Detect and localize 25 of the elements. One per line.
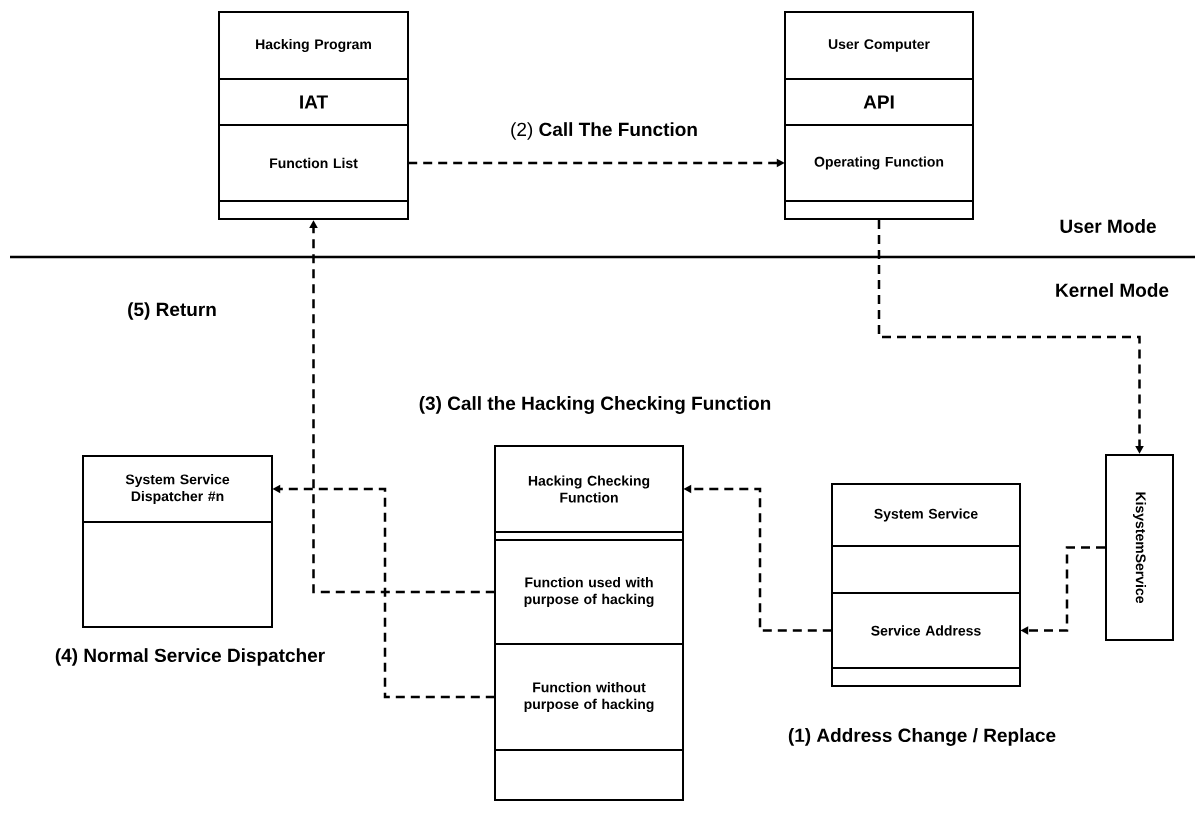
stack-box (218, 11, 409, 220)
step-label: (5) Return (128, 302, 216, 320)
stack-box (784, 11, 974, 220)
table-cell: Hacking Checking Function (528, 475, 650, 503)
table-cell: System Service (874, 508, 978, 522)
stack-box (831, 483, 1021, 687)
table-cell: Service Address (871, 625, 981, 636)
step-label: (4) Normal Service Dispatcher (55, 648, 325, 666)
table-cell: System Service Dispatcher #n (125, 474, 230, 504)
table-cell: IAT (300, 95, 328, 109)
step-label: User Mode (1060, 219, 1156, 233)
step-label: (1) Address Change / Replace (788, 728, 1056, 746)
stack-box (82, 455, 273, 628)
process-box: KisystemService (1105, 454, 1174, 641)
edge-label: (2) Call The Function (509, 121, 699, 141)
table-cell: User Computer (828, 39, 930, 52)
table-cell: Function List (270, 157, 358, 169)
table-cell: Hacking Program (256, 38, 371, 53)
stack-box (494, 445, 684, 801)
step-label: (3) Call the Hacking Checking Function (419, 396, 771, 414)
table-cell: Function used with purpose of hacking (524, 577, 654, 607)
table-cell: API (863, 95, 894, 109)
step-label: Kernel Mode (1056, 283, 1169, 297)
table-cell: Function without purpose of hacking (524, 682, 654, 712)
table-cell: Operating Function (814, 156, 944, 170)
